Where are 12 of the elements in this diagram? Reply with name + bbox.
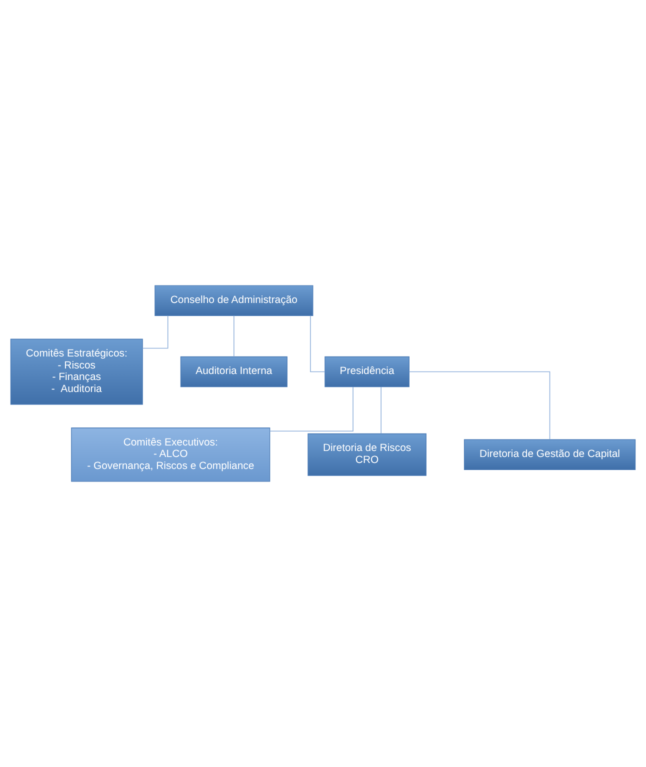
node-box: Conselho de Administração	[154, 285, 314, 316]
node-box: Comitês Estratégicos: - Riscos - Finanças - Auditoria	[10, 338, 143, 405]
connector	[408, 371, 550, 440]
node-box: Diretoria de Gestão de Capital	[464, 439, 636, 470]
node-box: Auditoria Interna	[180, 356, 288, 388]
connector	[142, 315, 168, 349]
node-box: Comitês Executivos: - ALCO - Governança, Riscos e Compliance	[71, 428, 270, 482]
connector	[380, 386, 382, 434]
connector	[310, 315, 326, 372]
node-box: Presidência	[324, 356, 410, 388]
connector	[269, 386, 354, 432]
node-box: Diretoria de Riscos CRO	[308, 433, 426, 476]
